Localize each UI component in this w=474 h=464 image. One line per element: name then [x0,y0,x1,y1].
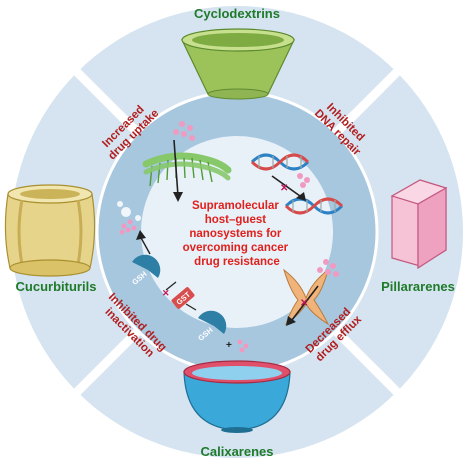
host-label-right: Pillararenes [381,279,455,294]
drug-dots-dna-icon [297,173,310,188]
center-title-line3: nanosystems for [189,228,282,240]
dna-inhibit-arrow-icon: ✕ [271,175,306,201]
host-label-left: Cucurbiturils [16,279,97,294]
inactivation-arrows-icon: ✕ + [136,230,232,351]
svg-text:✕: ✕ [162,288,170,298]
host-label-top: Cyclodextrins [194,6,280,21]
center-title-line4: overcoming cancer [183,242,289,254]
pillararene-icon [390,179,448,270]
center-title-line5: drug resistance [194,256,280,268]
svg-text:+: + [226,340,232,351]
dna-helix-top-icon [250,153,310,171]
cyclodextrin-icon [181,28,295,100]
dna-helix-bottom-icon [284,197,344,215]
cell-membrane-icon [142,152,232,187]
center-title-line1: Supramolecular [192,200,279,212]
drug-dots-inactivation-icon [119,219,249,353]
drug-dots-uptake-icon [173,121,195,141]
center-disc [141,136,333,328]
cucurbituril-icon [4,184,96,277]
efflux-pump-icon [283,268,330,326]
drug-dots-efflux-icon [317,259,339,277]
host-label-bottom: Calixarenes [201,444,274,459]
efflux-arrow-icon: ✕ [286,285,319,326]
center-title-line2: host–guest [205,214,267,226]
bubbles-icon [117,201,141,221]
ring-dividers [73,68,401,396]
center-title: Supramolecular host–guest nanosystems fo… [183,200,292,268]
uptake-arrow-icon [173,139,183,202]
svg-text:✕: ✕ [300,298,308,309]
svg-text:✕: ✕ [280,183,288,194]
calixarene-icon [183,360,291,433]
